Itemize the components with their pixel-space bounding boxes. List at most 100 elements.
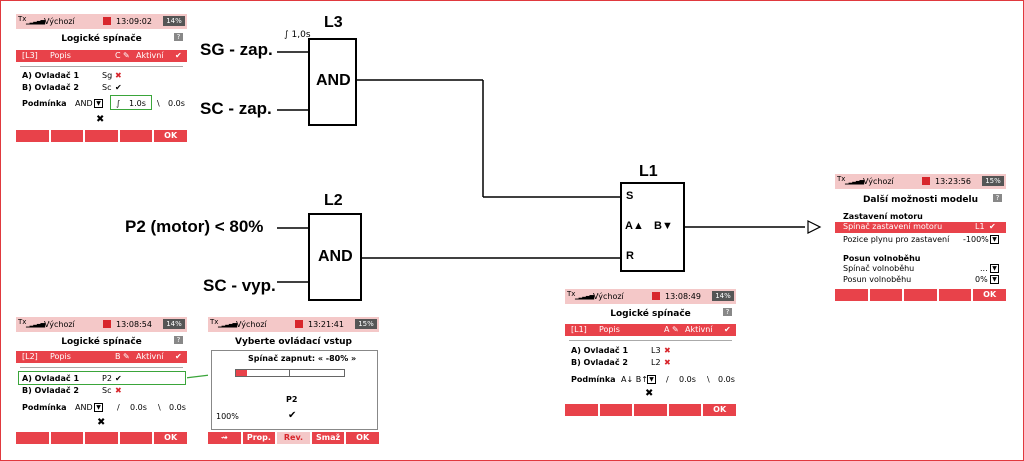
- check-icon: ✔: [115, 374, 122, 383]
- ok-button[interactable]: OK: [346, 432, 379, 444]
- control-b-label: B) Ovladač 2: [22, 83, 79, 92]
- idle-offset-value[interactable]: 0%: [975, 275, 988, 284]
- idle-switch-value[interactable]: ...: [980, 264, 988, 273]
- signal-icon: ▁▂▃▄▅: [26, 18, 45, 25]
- gate-l3: AND: [308, 38, 357, 126]
- f3-button[interactable]: [904, 289, 937, 301]
- f3-button[interactable]: [634, 404, 667, 416]
- dropdown-icon[interactable]: ▼: [990, 235, 999, 244]
- input-sg-label: SG - zap.: [200, 40, 273, 59]
- control-a-value[interactable]: Sg: [102, 71, 113, 80]
- switch-popis: Popis: [50, 51, 71, 60]
- ok-button[interactable]: OK: [973, 289, 1006, 301]
- f1-button[interactable]: [835, 289, 868, 301]
- control-b-value[interactable]: Sc: [102, 386, 112, 395]
- idle-switch-label: Spínač volnoběhu: [843, 264, 915, 273]
- record-icon: [652, 292, 660, 300]
- switch-row[interactable]: [L3] Popis C ✎ Aktivní ✔: [16, 50, 187, 62]
- delay-on-value[interactable]: 0.0s: [130, 403, 147, 412]
- switch-row[interactable]: [L1] Popis A ✎ Aktivní ✔: [565, 324, 736, 336]
- screen-title: Další možnosti modelu: [862, 195, 979, 205]
- rev-button[interactable]: Rev.: [277, 432, 310, 444]
- delay-off-value[interactable]: 0.0s: [169, 403, 186, 412]
- switch-letter: A: [664, 325, 670, 334]
- delete-icon[interactable]: ✖: [645, 388, 654, 399]
- f4-button[interactable]: [668, 404, 702, 416]
- condition-op[interactable]: AND: [75, 403, 93, 412]
- f3-button[interactable]: [85, 432, 118, 444]
- tx-label: Tx: [210, 318, 219, 326]
- clock: 13:23:56: [935, 177, 971, 186]
- record-icon: [295, 320, 303, 328]
- edit-icon[interactable]: ✎: [672, 325, 679, 334]
- ok-button[interactable]: OK: [703, 404, 736, 416]
- control-a-label: A) Ovladač 1: [22, 374, 80, 383]
- delete-icon[interactable]: ✖: [97, 417, 106, 428]
- f1-button[interactable]: [16, 130, 49, 142]
- ok-button[interactable]: OK: [154, 130, 187, 142]
- f1-button[interactable]: [16, 432, 49, 444]
- edit-icon[interactable]: ✎: [123, 352, 130, 361]
- divider: [20, 66, 183, 67]
- f3-button[interactable]: [85, 130, 118, 142]
- condition-op[interactable]: A↓ B↑: [621, 375, 648, 384]
- engine-stop-switch-row[interactable]: Spínač zastavení motoru L1 ✔: [835, 222, 1006, 233]
- check-icon: ✔: [288, 410, 297, 421]
- clock: 13:21:41: [308, 320, 344, 329]
- dialog-box: Spínač zapnut: « -80% » P2 100% ✔: [211, 350, 378, 430]
- f2-button[interactable]: [599, 404, 633, 416]
- delay-off-value[interactable]: 0.0s: [168, 99, 185, 108]
- help-icon[interactable]: ?: [723, 308, 732, 316]
- delay-on-value[interactable]: 0.0s: [679, 375, 696, 384]
- gate-l1-r: R: [626, 250, 634, 262]
- cross-icon: ✖: [664, 346, 671, 355]
- button-bar: OK: [16, 432, 187, 444]
- switch-letter: C: [115, 51, 121, 60]
- gate-l3-title: L3: [324, 14, 343, 31]
- screen-title: Vyberte ovládací vstup: [234, 337, 352, 347]
- f4-button[interactable]: [119, 130, 153, 142]
- clear-button[interactable]: Smaž: [311, 432, 345, 444]
- f2-button[interactable]: [869, 289, 903, 301]
- throttle-position-label: Pozice plynu pro zastavení: [843, 235, 950, 244]
- f4-button[interactable]: [119, 432, 153, 444]
- row-value: L1: [975, 222, 985, 231]
- switch-row[interactable]: [L2] Popis B ✎ Aktivní ✔: [16, 351, 187, 363]
- dropdown-icon[interactable]: ▼: [647, 375, 656, 384]
- control-a-value[interactable]: P2: [102, 374, 112, 383]
- level-bar[interactable]: [235, 369, 345, 377]
- dropdown-icon[interactable]: ▼: [990, 275, 999, 284]
- control-b-value[interactable]: Sc: [102, 83, 112, 92]
- dropdown-icon[interactable]: ▼: [94, 99, 103, 108]
- help-icon[interactable]: ?: [174, 336, 183, 344]
- edit-icon[interactable]: ✎: [123, 51, 130, 60]
- dropdown-icon[interactable]: ▼: [990, 264, 999, 273]
- f2-button[interactable]: [50, 130, 84, 142]
- control-a-value[interactable]: L3: [651, 346, 661, 355]
- delete-icon[interactable]: ✖: [96, 114, 105, 125]
- screen-title: Logické spínače: [610, 309, 691, 319]
- status-bar: Tx ▁▂▃▄▅ Výchozí 13:09:02 14%: [16, 14, 187, 29]
- screen-model-options: Tx ▁▂▃▄▅ Výchozí 13:23:56 15% Další možn…: [835, 174, 1006, 302]
- control-b-value[interactable]: L2: [651, 358, 661, 367]
- delay-on-value[interactable]: 1.0s: [129, 99, 146, 108]
- battery-icon: 14%: [712, 291, 734, 301]
- button-bar: OK: [835, 289, 1006, 301]
- delay-off-value[interactable]: 0.0s: [718, 375, 735, 384]
- screen-title: Logické spínače: [61, 34, 142, 44]
- cross-icon: ✖: [115, 386, 122, 395]
- dropdown-icon[interactable]: ▼: [94, 403, 103, 412]
- backslash-icon: \: [157, 99, 160, 108]
- ok-button[interactable]: OK: [154, 432, 187, 444]
- proportional-icon[interactable]: ⇝: [208, 432, 241, 444]
- throttle-position-value[interactable]: -100%: [963, 235, 989, 244]
- condition-op[interactable]: AND: [75, 99, 93, 108]
- button-bar: OK: [565, 404, 736, 416]
- f2-button[interactable]: [50, 432, 84, 444]
- f4-button[interactable]: [938, 289, 972, 301]
- help-icon[interactable]: ?: [993, 194, 1002, 202]
- f1-button[interactable]: [565, 404, 598, 416]
- prop-button[interactable]: Prop.: [242, 432, 276, 444]
- help-icon[interactable]: ?: [174, 33, 183, 41]
- check-icon: ✔: [989, 222, 996, 231]
